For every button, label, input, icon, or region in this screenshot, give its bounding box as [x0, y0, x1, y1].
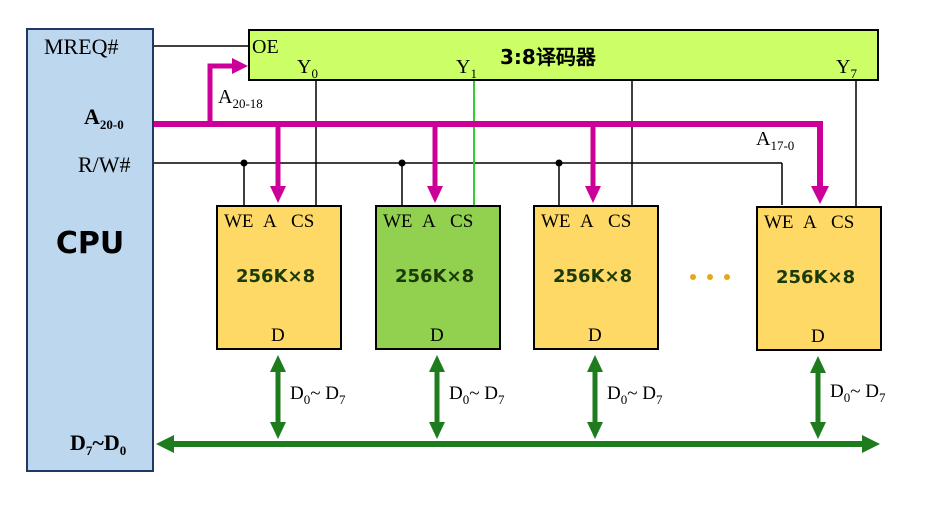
chip-2-pins: WE A CS: [383, 211, 474, 232]
y7-label: Y7: [836, 56, 857, 81]
chip-3-d-pin: D: [588, 325, 602, 346]
memory-chip-4: [756, 206, 882, 351]
y0-label: Y0: [297, 56, 318, 81]
chip-1-bus-label: D0~ D7: [290, 383, 346, 407]
ellipsis-dot-2: [707, 274, 713, 280]
d-link-2-down: [429, 422, 445, 439]
chip-3-pins: WE A CS: [541, 211, 632, 232]
chip-4-caption: 256K×8: [776, 267, 856, 288]
a-high-label: A20-18: [218, 86, 263, 111]
data-bus-label: D7~D0: [70, 430, 127, 458]
memory-chip-2-selected: [375, 205, 501, 350]
oe-label: OE: [252, 36, 279, 58]
ellipsis-dot-1: [690, 274, 696, 280]
ellipsis-dot-3: [724, 274, 730, 280]
chip-1-caption: 256K×8: [236, 266, 316, 287]
chip-1-d-pin: D: [271, 325, 285, 346]
a-high-arrowhead: [232, 58, 248, 74]
d-link-3-down: [587, 422, 603, 439]
chip-4-pins: WE A CS: [764, 212, 855, 233]
memory-chip-1: [216, 205, 342, 350]
d-link-4-up: [810, 356, 826, 373]
rw-label: R/W#: [78, 152, 131, 177]
cpu-block: [26, 28, 154, 472]
chip-2-bus-label: D0~ D7: [449, 383, 505, 407]
d-link-4-down: [810, 422, 826, 439]
data-bus-left-arrowhead: [156, 435, 174, 453]
y1-label: Y1: [456, 56, 477, 81]
data-bus-right-arrowhead: [862, 435, 880, 453]
chip-4-d-pin: D: [811, 326, 825, 347]
cpu-title: CPU: [55, 226, 125, 261]
d-link-2-up: [429, 355, 445, 372]
d-link-1-up: [270, 355, 286, 372]
chip-3-caption: 256K×8: [553, 266, 633, 287]
a-low-label: A17-0: [756, 128, 795, 153]
decoder-block: [248, 29, 879, 81]
memory-chip-3: [533, 205, 659, 350]
address-bus-label: A20-0: [84, 104, 124, 132]
mreq-label: MREQ#: [44, 34, 119, 59]
d-link-1-down: [270, 422, 286, 439]
a-arrowhead-2: [427, 186, 443, 203]
a-arrowhead-1: [270, 186, 286, 203]
d-link-3-up: [587, 355, 603, 372]
chip-2-caption: 256K×8: [395, 266, 475, 287]
decoder-title: 3:8译码器: [500, 45, 596, 69]
chip-4-bus-label: D0~ D7: [830, 381, 886, 405]
a-arrowhead-3: [585, 186, 601, 203]
chip-2-d-pin: D: [430, 325, 444, 346]
chip-1-pins: WE A CS: [224, 211, 315, 232]
chip-3-bus-label: D0~ D7: [607, 383, 663, 407]
a-arrowhead-4: [811, 186, 829, 204]
a-high-branch: [207, 63, 232, 124]
